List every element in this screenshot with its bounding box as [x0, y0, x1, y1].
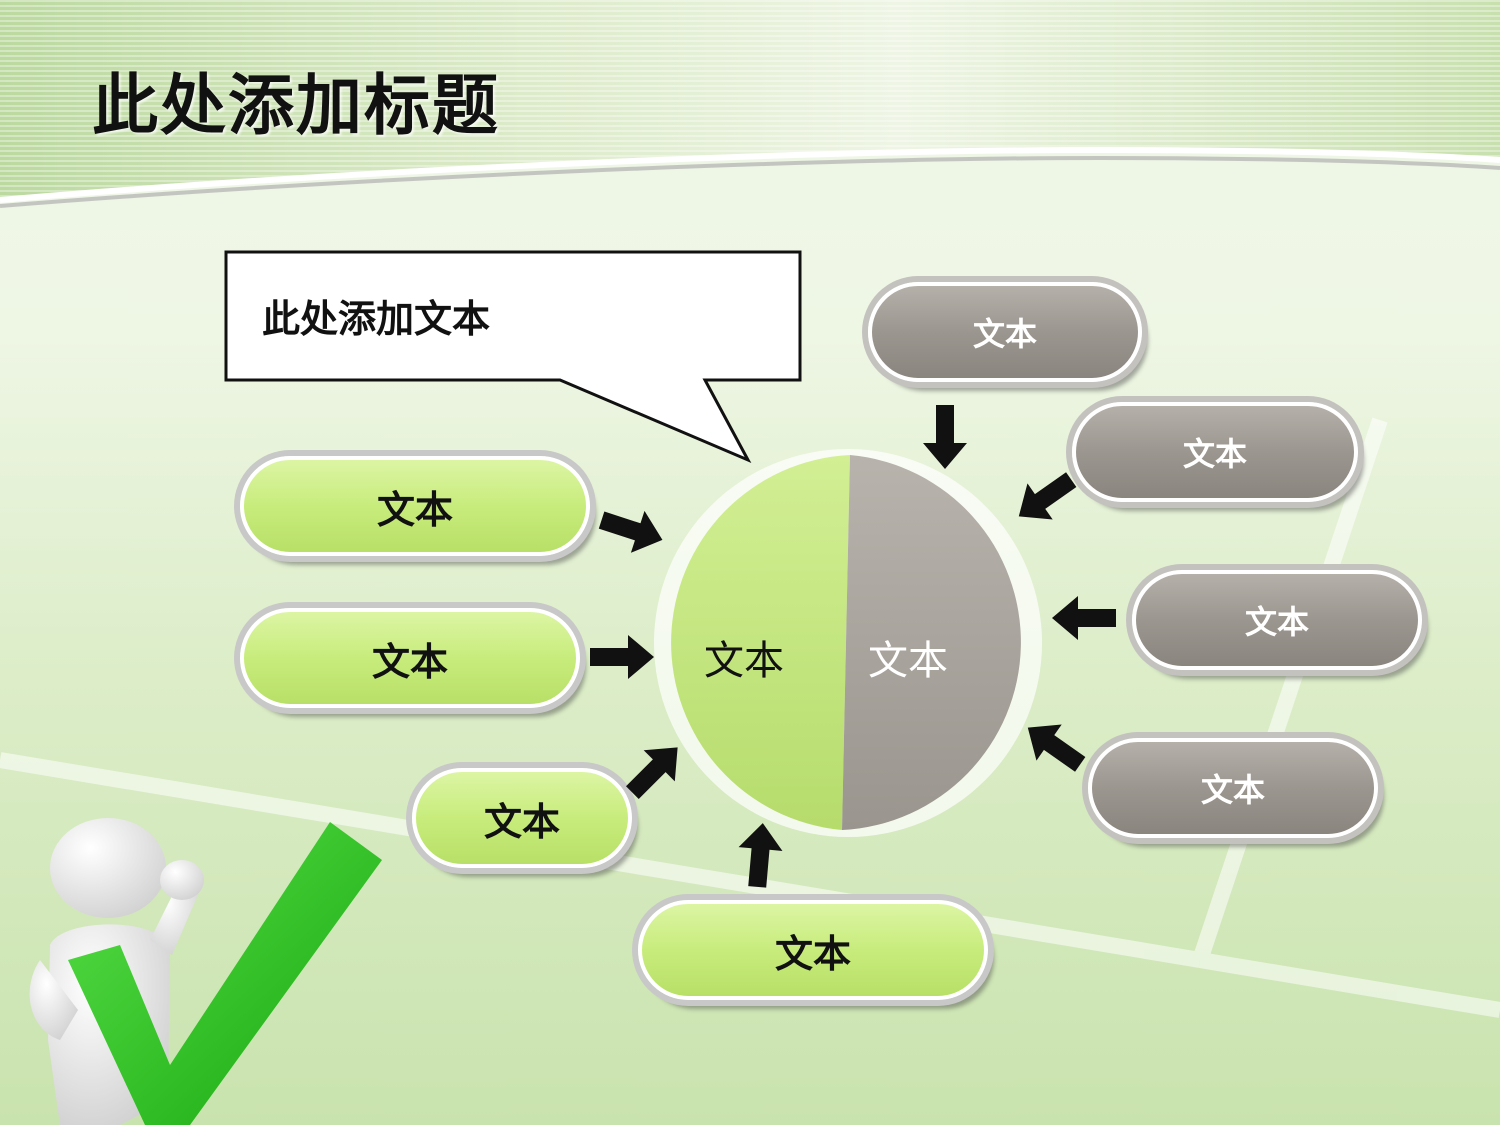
right-box-3-label: 文本: [1244, 603, 1309, 641]
left-box-1-label: 文本: [376, 487, 453, 532]
page-title: 此处添加标题: [92, 67, 500, 144]
right-box-2[interactable]: 文本: [1072, 402, 1358, 502]
right-box-4[interactable]: 文本: [1088, 738, 1378, 838]
circle-right-label: 文本: [868, 638, 948, 684]
left-box-3-label: 文本: [483, 799, 560, 844]
right-box-2-label: 文本: [1182, 435, 1247, 473]
check-mark-icon: [68, 822, 382, 1125]
right-box-3[interactable]: 文本: [1132, 570, 1422, 670]
left-box-4[interactable]: 文本: [638, 900, 988, 1000]
right-box-1-label: 文本: [972, 315, 1037, 353]
left-box-2[interactable]: 文本: [240, 608, 580, 708]
header-wave: [0, 146, 1500, 230]
left-box-2-label: 文本: [371, 639, 448, 684]
right-box-4-label: 文本: [1200, 771, 1265, 809]
left-box-4-label: 文本: [774, 931, 851, 976]
callout-text: 此处添加文本: [262, 297, 491, 341]
right-box-1[interactable]: 文本: [868, 282, 1142, 382]
left-box-1[interactable]: 文本: [240, 456, 590, 556]
circle-left-label: 文本: [704, 638, 784, 684]
left-box-3[interactable]: 文本: [412, 768, 632, 868]
